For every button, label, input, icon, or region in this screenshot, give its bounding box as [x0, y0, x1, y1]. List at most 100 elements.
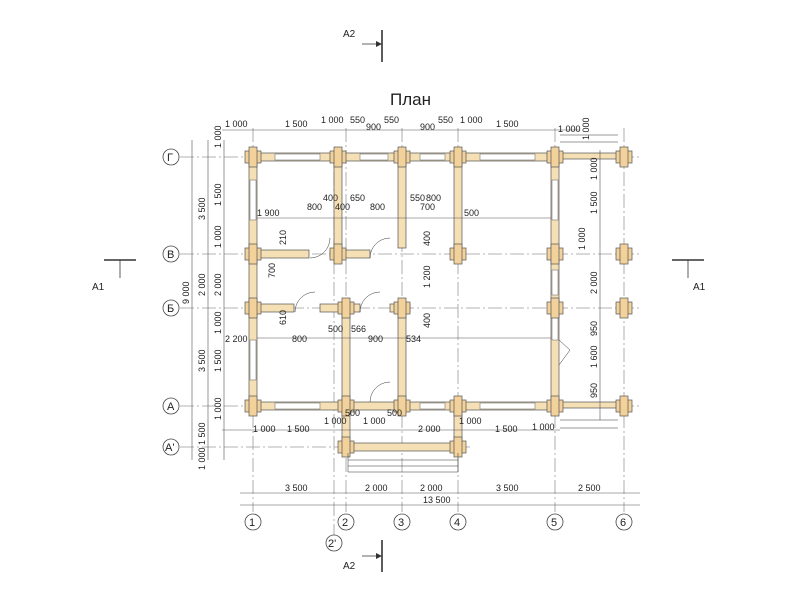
svg-text:500: 500 [387, 408, 402, 418]
svg-text:A2: A2 [343, 561, 356, 572]
svg-text:2 000: 2 000 [589, 271, 599, 294]
plan-title: План [390, 90, 431, 109]
svg-text:A2: A2 [343, 29, 356, 40]
svg-text:210: 210 [278, 230, 288, 245]
svg-text:1 000: 1 000 [213, 311, 223, 334]
svg-text:6: 6 [620, 517, 626, 529]
svg-text:500: 500 [328, 324, 343, 334]
svg-text:1 000: 1 000 [213, 397, 223, 420]
svg-text:2 000: 2 000 [197, 273, 207, 296]
svg-text:550: 550 [410, 193, 425, 203]
svg-text:1 500: 1 500 [496, 119, 519, 129]
svg-text:2: 2 [342, 517, 348, 529]
svg-text:700: 700 [420, 202, 435, 212]
svg-text:1 500: 1 500 [197, 422, 207, 445]
interior-dims: 400 650 550 800 400 800 700 800 1 900 50… [225, 193, 551, 418]
door-swings [294, 237, 571, 403]
svg-text:1 500: 1 500 [213, 183, 223, 206]
svg-text:1 000: 1 000 [558, 124, 581, 134]
section-marker-a1-left: A1 [92, 259, 136, 293]
svg-text:В: В [167, 249, 174, 261]
svg-text:2 000: 2 000 [213, 273, 223, 296]
svg-text:1 500: 1 500 [287, 424, 310, 434]
svg-text:3: 3 [398, 517, 404, 529]
svg-text:1 900: 1 900 [257, 208, 280, 218]
svg-text:1 000: 1 000 [213, 225, 223, 248]
svg-text:3 500: 3 500 [285, 483, 308, 493]
svg-text:566: 566 [351, 324, 366, 334]
svg-text:1 000: 1 000 [197, 447, 207, 470]
svg-text:1: 1 [249, 517, 255, 529]
svg-text:3 500: 3 500 [496, 483, 519, 493]
section-marker-a2-top: A2 [343, 29, 383, 62]
svg-text:2 000: 2 000 [418, 424, 441, 434]
svg-text:900: 900 [368, 334, 383, 344]
svg-text:1 000: 1 000 [213, 125, 223, 148]
porch-steps [347, 134, 618, 473]
svg-text:1 000: 1 000 [589, 157, 599, 180]
svg-text:9 000: 9 000 [181, 281, 191, 304]
svg-text:Г: Г [167, 152, 173, 164]
dims-left: 3 500 2 000 3 500 1 500 9 000 1 000 1 50… [181, 125, 225, 470]
log-corners [244, 146, 633, 458]
svg-text:2 200: 2 200 [225, 334, 248, 344]
svg-text:5: 5 [551, 517, 557, 529]
svg-text:400: 400 [323, 193, 338, 203]
svg-text:700: 700 [267, 263, 277, 278]
svg-text:A1: A1 [92, 282, 105, 293]
windows [249, 153, 559, 410]
svg-text:A1: A1 [693, 282, 706, 293]
column-bubbles: 1 2 3 4 5 6 2' [244, 513, 633, 552]
svg-text:1 000: 1 000 [577, 227, 587, 250]
svg-text:950: 950 [589, 383, 599, 398]
svg-text:800: 800 [307, 202, 322, 212]
svg-text:550: 550 [384, 115, 399, 125]
svg-text:Б: Б [167, 303, 174, 315]
svg-text:1 000: 1 000 [363, 416, 386, 426]
svg-text:2 500: 2 500 [578, 483, 601, 493]
section-marker-a1-right: A1 [672, 259, 706, 293]
svg-text:500: 500 [464, 208, 479, 218]
dims-bottom: 1 000 1 500 1 000 1 000 2 000 1 000 1 50… [222, 416, 640, 506]
svg-text:1 500: 1 500 [495, 424, 518, 434]
svg-text:1 600: 1 600 [589, 345, 599, 368]
svg-text:3 500: 3 500 [197, 197, 207, 220]
svg-text:800: 800 [292, 334, 307, 344]
svg-text:4: 4 [454, 517, 460, 529]
svg-text:610: 610 [278, 310, 288, 325]
svg-text:1 000: 1 000 [225, 119, 248, 129]
svg-text:13 500: 13 500 [423, 495, 451, 505]
dims-top: 1 000 1 500 1 000 550 900 550 900 550 1 … [222, 115, 591, 140]
svg-text:400: 400 [335, 202, 350, 212]
svg-text:400: 400 [422, 313, 432, 328]
svg-text:1 000: 1 000 [459, 416, 482, 426]
svg-text:1 200: 1 200 [422, 265, 432, 288]
svg-text:1 000: 1 000 [581, 117, 591, 140]
svg-text:1 500: 1 500 [589, 191, 599, 214]
svg-text:650: 650 [350, 193, 365, 203]
svg-text:534: 534 [406, 334, 421, 344]
svg-text:1 000: 1 000 [253, 424, 276, 434]
svg-text:800: 800 [426, 193, 441, 203]
svg-text:550: 550 [350, 115, 365, 125]
svg-text:800: 800 [370, 202, 385, 212]
svg-text:400: 400 [422, 231, 432, 246]
row-bubbles: Г В Б А А' [162, 148, 180, 456]
svg-text:А': А' [165, 442, 174, 454]
svg-text:950: 950 [589, 321, 599, 336]
svg-text:3 500: 3 500 [197, 349, 207, 372]
svg-text:1 000: 1 000 [321, 115, 344, 125]
svg-text:1 000: 1 000 [460, 115, 483, 125]
svg-text:550: 550 [438, 115, 453, 125]
svg-text:1 500: 1 500 [213, 349, 223, 372]
svg-text:1 000: 1 000 [532, 422, 555, 432]
dims-right: 1 000 1 500 1 000 2 000 950 1 600 950 [577, 150, 601, 420]
svg-text:1 500: 1 500 [285, 119, 308, 129]
svg-text:900: 900 [420, 122, 435, 132]
svg-text:А: А [167, 401, 175, 413]
svg-text:2': 2' [328, 538, 336, 550]
svg-text:900: 900 [366, 122, 381, 132]
svg-text:2 000: 2 000 [420, 483, 443, 493]
section-marker-a2-bottom: A2 [343, 540, 383, 572]
